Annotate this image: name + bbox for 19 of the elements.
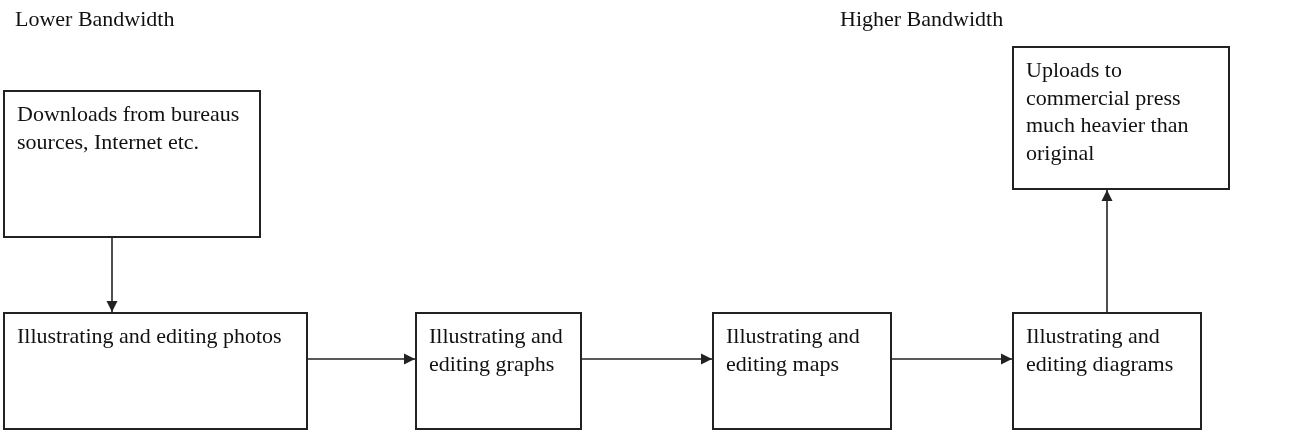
box-text: Uploads to commercial press much heavier than original [1026,56,1190,166]
process-box [1012,46,1230,190]
process-box [3,312,308,430]
process-box [415,312,582,430]
box-text: Illustrating and editing diagrams [1026,322,1175,377]
bandwidth-label: Lower Bandwidth [15,6,175,32]
box-text: Downloads from bureaus sources, Internet etc. [17,100,241,155]
process-box [1012,312,1202,430]
arrow [106,237,118,313]
arrow [1101,189,1113,313]
process-box [3,90,261,238]
bandwidth-label: Higher Bandwidth [840,6,1004,32]
arrow [891,353,1013,365]
process-box [712,312,892,430]
arrow [581,353,713,365]
arrow [307,353,416,365]
box-text: Illustrating and editing photos [17,322,283,350]
box-text: Illustrating and editing maps [726,322,861,377]
box-text: Illustrating and editing graphs [429,322,564,377]
